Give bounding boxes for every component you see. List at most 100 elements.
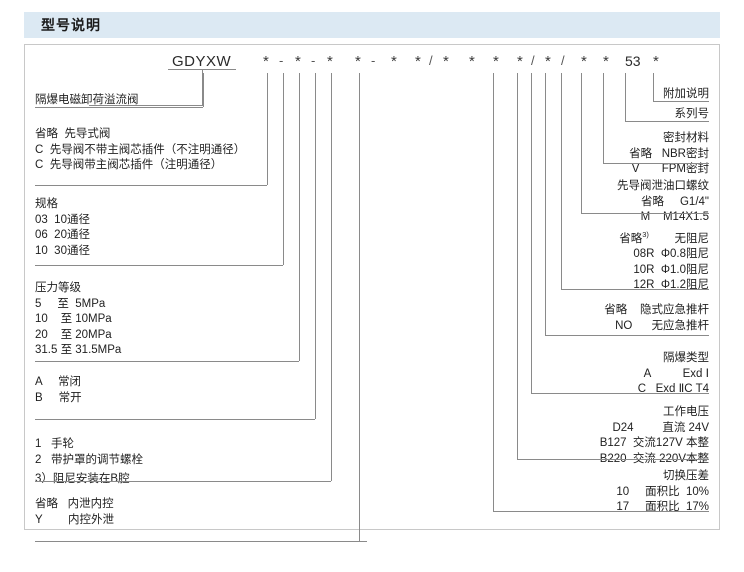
left-group-pilot-type-line-1: C 先导阀不带主阀芯插件（不注明通径） [35, 143, 246, 156]
model-brand: GDYXW [172, 53, 232, 70]
model-code-token-14: / [531, 53, 535, 68]
model-code-token-13: * [517, 53, 523, 70]
model-code-token-7: * [391, 53, 397, 70]
right-group-switching-pressure-diff: 切换压差 10 面积比 10% 17 面积比 17% [616, 469, 709, 516]
right-group-switching-pressure-diff-line-0: 切换压差 [663, 470, 709, 482]
left-group-rule-drain-control [35, 541, 367, 542]
left-group-adjust-type: 1 手轮 2 带护罩的调节螺栓 [35, 437, 143, 468]
right-group-rule-emergency-rod [545, 335, 709, 336]
left-group-leader-pressure-rating [299, 73, 300, 361]
right-group-leader-explosion-proof-type [531, 73, 532, 393]
left-group-pressure-rating-line-3: 20 至 20MPa [35, 328, 112, 341]
left-group-leader-size-spec [283, 73, 284, 265]
right-group-leader-seal-material [603, 73, 604, 163]
left-group-adjust-type-line-1: 2 带护罩的调节螺栓 [35, 453, 143, 466]
right-group-rule-additional-note [653, 101, 709, 102]
right-group-pilot-drain-thread-line-2: M M14X1.5 [640, 211, 709, 223]
right-group-leader-emergency-rod [545, 73, 546, 335]
model-code-token-2: * [295, 53, 301, 70]
right-group-working-voltage-line-3: B220 交流 220V本整 [599, 452, 709, 465]
model-code-token-15: * [545, 53, 551, 70]
right-group-explosion-proof-type-line-1: A Exd Ⅰ [643, 367, 709, 380]
model-code-token-5: * [355, 53, 361, 70]
model-code-token-8: * [415, 53, 421, 70]
model-code-token-10: * [443, 53, 449, 70]
model-code-token-20: * [653, 53, 659, 70]
model-code-diagram: GDYXW *-*-**-**/****/*/**53* 3）阻尼安装在B腔 隔… [24, 44, 720, 542]
left-group-elbow-pressure-rating [281, 361, 299, 362]
right-group-rule-pilot-drain-thread [581, 213, 709, 214]
right-group-rule-working-voltage [517, 459, 709, 460]
model-code-token-19: 53 [625, 53, 641, 69]
left-group-pressure-rating: 压力等级 5 至 5MPa 10 至 10MPa 20 至 20MPa 31.5 至 3… [35, 281, 121, 359]
right-group-emergency-rod-line-1: NO 无应急推杆 [615, 319, 709, 332]
section-header: 型号说明 [24, 12, 720, 38]
left-group-pressure-rating-line-4: 31.5 至 31.5MPa [35, 344, 122, 356]
brand-leader-elbow [89, 105, 203, 106]
left-group-leader-drain-control [359, 73, 360, 541]
brand-leader [202, 69, 203, 105]
left-group-rule-valve-state [35, 419, 301, 420]
right-group-explosion-proof-type: 隔爆类型 A Exd Ⅰ C Exd ⅡC T4 [638, 351, 709, 398]
right-group-series-number: 系列号 [675, 107, 710, 123]
right-group-rule-switching-pressure-diff [493, 511, 709, 512]
right-group-rule-seal-material [603, 163, 709, 164]
right-group-emergency-rod: 省略 隐式应急推杆 NO 无应急推杆 [604, 303, 709, 334]
right-group-explosion-proof-type-line-2: C Exd ⅡC T4 [637, 383, 709, 395]
left-group-size-spec-line-2: 06 20通径 [35, 229, 90, 241]
model-code-token-1: - [279, 53, 284, 68]
right-group-working-voltage-line-1: D24 直流 24V [612, 421, 709, 434]
model-code-token-12: * [493, 53, 499, 70]
left-group-size-spec-line-0: 规格 [35, 198, 58, 210]
right-group-additional-note: 附加说明 [663, 87, 709, 103]
model-code-token-11: * [469, 53, 475, 70]
left-group-valve-state-line-0: A 常闭 [35, 376, 82, 388]
right-group-seal-material-line-2: V FPM密封 [631, 163, 709, 175]
right-group-leader-pilot-drain-thread [581, 73, 582, 213]
right-group-working-voltage-line-2: B127 交流127V 本整 [599, 437, 709, 449]
footnote: 3）阻尼安装在B腔 [35, 473, 130, 485]
left-group-elbow-adjust-type [325, 481, 331, 482]
left-group-leader-adjust-type [331, 73, 332, 481]
right-group-rule-series-number [625, 121, 709, 122]
left-group-leader-product-name [203, 73, 204, 107]
left-group-drain-control: 省略 内泄内控 Y 内控外泄 [35, 497, 114, 528]
right-group-series-number-line-0: 系列号 [674, 108, 710, 120]
left-group-elbow-valve-state [301, 419, 315, 420]
left-group-size-spec-line-3: 10 30通径 [35, 244, 90, 257]
left-group-product-name: 隔爆电磁卸荷溢流阀 [35, 93, 139, 109]
model-code-token-18: * [603, 53, 609, 70]
right-group-pilot-drain-thread-line-0: 先导阀泄油口螺纹 [617, 180, 709, 192]
model-code-token-6: - [371, 53, 376, 68]
left-group-drain-control-line-0: 省略 内泄内控 [35, 498, 114, 510]
left-group-adjust-type-line-0: 1 手轮 [35, 438, 74, 450]
left-group-pressure-rating-line-1: 5 至 5MPa [35, 297, 106, 310]
right-group-explosion-proof-type-line-0: 隔爆类型 [663, 352, 709, 364]
right-group-emergency-rod-line-0: 省略 隐式应急推杆 [604, 304, 709, 316]
left-group-rule-size-spec [35, 265, 265, 266]
right-group-seal-material-line-1: 省略 NBR密封 [629, 147, 709, 160]
right-group-rule-damping [561, 289, 709, 290]
right-group-switching-pressure-diff-line-2: 17 面积比 17% [616, 501, 709, 513]
model-code-token-4: * [327, 53, 333, 70]
left-group-pilot-type-line-0: 省略 先导式阀 [35, 128, 111, 140]
left-group-leader-pilot-type [267, 73, 268, 185]
left-group-elbow-pilot-type [249, 185, 267, 186]
left-group-rule-pressure-rating [35, 361, 281, 362]
left-group-product-name-line-0: 隔爆电磁卸荷溢流阀 [35, 94, 139, 106]
page-title: 型号说明 [41, 17, 101, 33]
right-group-damping-line-2: 10R Φ1.0阻尼 [633, 263, 709, 276]
model-code-row: GDYXW *-*-**-**/****/*/**53* [25, 45, 719, 73]
right-group-switching-pressure-diff-line-1: 10 面积比 10% [616, 485, 709, 498]
left-group-pressure-rating-line-0: 压力等级 [35, 282, 81, 294]
left-group-leader-valve-state [315, 73, 316, 419]
right-group-leader-additional-note [653, 73, 654, 101]
model-code-token-16: / [561, 53, 565, 68]
model-code-token-9: / [429, 53, 433, 68]
left-group-pressure-rating-line-2: 10 至 10MPa [35, 313, 112, 325]
left-group-drain-control-line-1: Y 内控外泄 [35, 513, 115, 526]
